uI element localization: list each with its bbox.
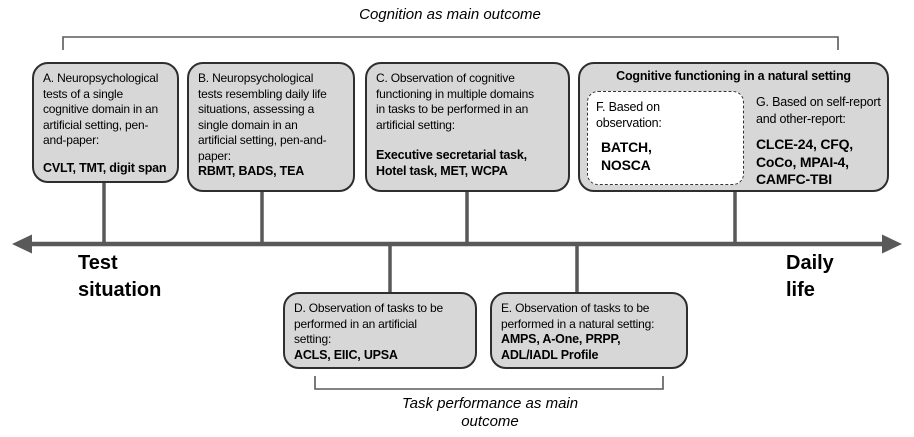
bottom-annotation: Task performance as main outcome <box>401 395 579 430</box>
axis-label-daily-life-line2: life <box>786 279 815 301</box>
box-d-instruments: ACLS, EIIC, UPSA <box>294 347 398 362</box>
top-bracket <box>62 36 839 50</box>
box-g-description: G. Based on self-report and other-report… <box>756 95 881 126</box>
box-e-instruments: AMPS, A-One, PRPP, ADL/IADL Profile <box>501 332 621 362</box>
box-f-observation: F. Based on observation: BATCH, NOSCA <box>587 91 744 185</box>
box-g-instruments: CLCE-24, CFQ, CoCo, MPAI-4, CAMFC-TBI <box>756 136 853 187</box>
box-e-description: E. Observation of tasks to be performed … <box>501 301 655 331</box>
box-a-description: A. Neuropsychological tests of a single … <box>43 71 159 147</box>
bottom-bracket <box>314 376 664 390</box>
box-a-neuropsych-tests: A. Neuropsychological tests of a single … <box>32 62 179 183</box>
axis-left-arrowhead-icon <box>12 234 32 254</box>
axis-label-test-situation-line2: situation <box>78 279 162 301</box>
axis-label-daily-life-line1: Daily <box>786 252 834 274</box>
box-a-instruments: CVLT, TMT, digit span <box>43 160 167 175</box>
box-e-observation-natural-tasks: E. Observation of tasks to be performed … <box>490 292 688 369</box>
box-d-description: D. Observation of tasks to be performed … <box>294 301 443 346</box>
box-b-description: B. Neuropsychological tests resembling d… <box>198 71 327 163</box>
axis-right-arrowhead-icon <box>882 234 902 254</box>
top-annotation: Cognition as main outcome <box>359 6 541 23</box>
natural-setting-title: Cognitive functioning in a natural setti… <box>616 69 851 83</box>
box-f-description: F. Based on observation: <box>596 100 662 130</box>
box-c-observation-artificial: C. Observation of cognitive functioning … <box>365 62 570 192</box>
box-c-description: C. Observation of cognitive functioning … <box>376 71 534 132</box>
box-c-instruments: Executive secretarial task, Hotel task, … <box>376 148 527 178</box>
box-b-neuropsych-daily-life-tests: B. Neuropsychological tests resembling d… <box>187 62 355 192</box>
box-natural-setting: Cognitive functioning in a natural setti… <box>578 62 889 192</box>
box-g-self-report: G. Based on self-report and other-report… <box>756 94 888 189</box>
box-b-instruments: RBMT, BADS, TEA <box>198 164 305 178</box>
box-f-instruments: BATCH, NOSCA <box>601 139 652 173</box>
axis-label-daily-life: Daily life <box>786 250 834 304</box>
axis-label-test-situation: Test situation <box>78 250 161 304</box>
box-d-observation-artificial-tasks: D. Observation of tasks to be performed … <box>283 292 477 369</box>
axis-label-test-situation-line1: Test <box>78 252 118 274</box>
